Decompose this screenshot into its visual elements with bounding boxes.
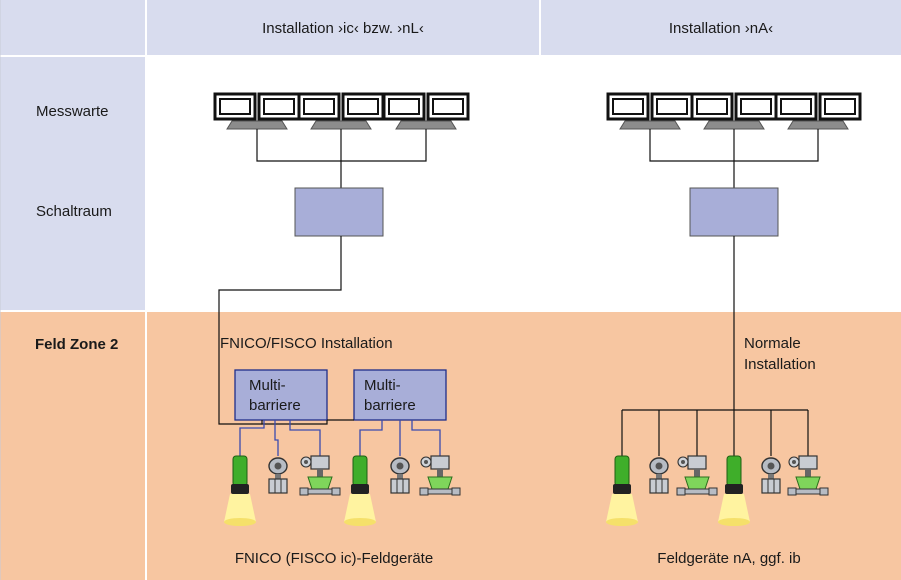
multibarrier-1 xyxy=(234,369,328,421)
left-column-header: Installation ›ic‹ bzw. ›nL‹ xyxy=(262,20,424,37)
right-header-cell xyxy=(541,0,901,55)
field-row-label-cell xyxy=(0,312,145,580)
workstation-icon xyxy=(606,92,694,131)
multibarrier-1-line2: barriere xyxy=(249,397,301,414)
workstation-icon xyxy=(382,92,470,131)
left-installation-label: FNICO/FISCO Installation xyxy=(220,335,393,352)
corner-cell xyxy=(0,0,145,55)
left-control-bus xyxy=(256,129,427,188)
right-installation-label-line1: Normale xyxy=(744,335,801,352)
workstation-icon xyxy=(297,92,385,131)
multibarrier-2 xyxy=(353,369,447,421)
multibarrier-1-line1: Multi- xyxy=(249,377,286,394)
right-installation-label-line2: Installation xyxy=(744,356,816,373)
left-trunk-cable xyxy=(218,236,342,425)
multibarrier-2-line1: Multi- xyxy=(364,377,401,394)
workstation-icon xyxy=(690,92,778,131)
left-header-cell xyxy=(147,0,539,55)
left-devices-caption: FNICO (FISCO ic)-Feldgeräte xyxy=(235,550,433,567)
control-row-label-cell xyxy=(0,57,145,310)
left-switch-cabinet xyxy=(294,187,384,237)
right-field-bus xyxy=(621,409,809,456)
row-label-switch-room: Schaltraum xyxy=(36,203,112,220)
right-devices-caption: Feldgeräte nA, ggf. ib xyxy=(657,550,800,567)
left-spur-cables xyxy=(239,420,441,456)
row-label-control-room: Messwarte xyxy=(36,103,109,120)
workstation-icon xyxy=(774,92,862,131)
row-label-field-zone: Feld Zone 2 xyxy=(35,336,118,353)
right-switch-cabinet xyxy=(689,187,779,237)
multibarrier-2-line2: barriere xyxy=(364,397,416,414)
workstation-icon xyxy=(213,92,301,131)
right-column-header: Installation ›nA‹ xyxy=(669,20,773,37)
right-control-bus xyxy=(649,129,819,188)
field-zone-area xyxy=(147,312,901,580)
